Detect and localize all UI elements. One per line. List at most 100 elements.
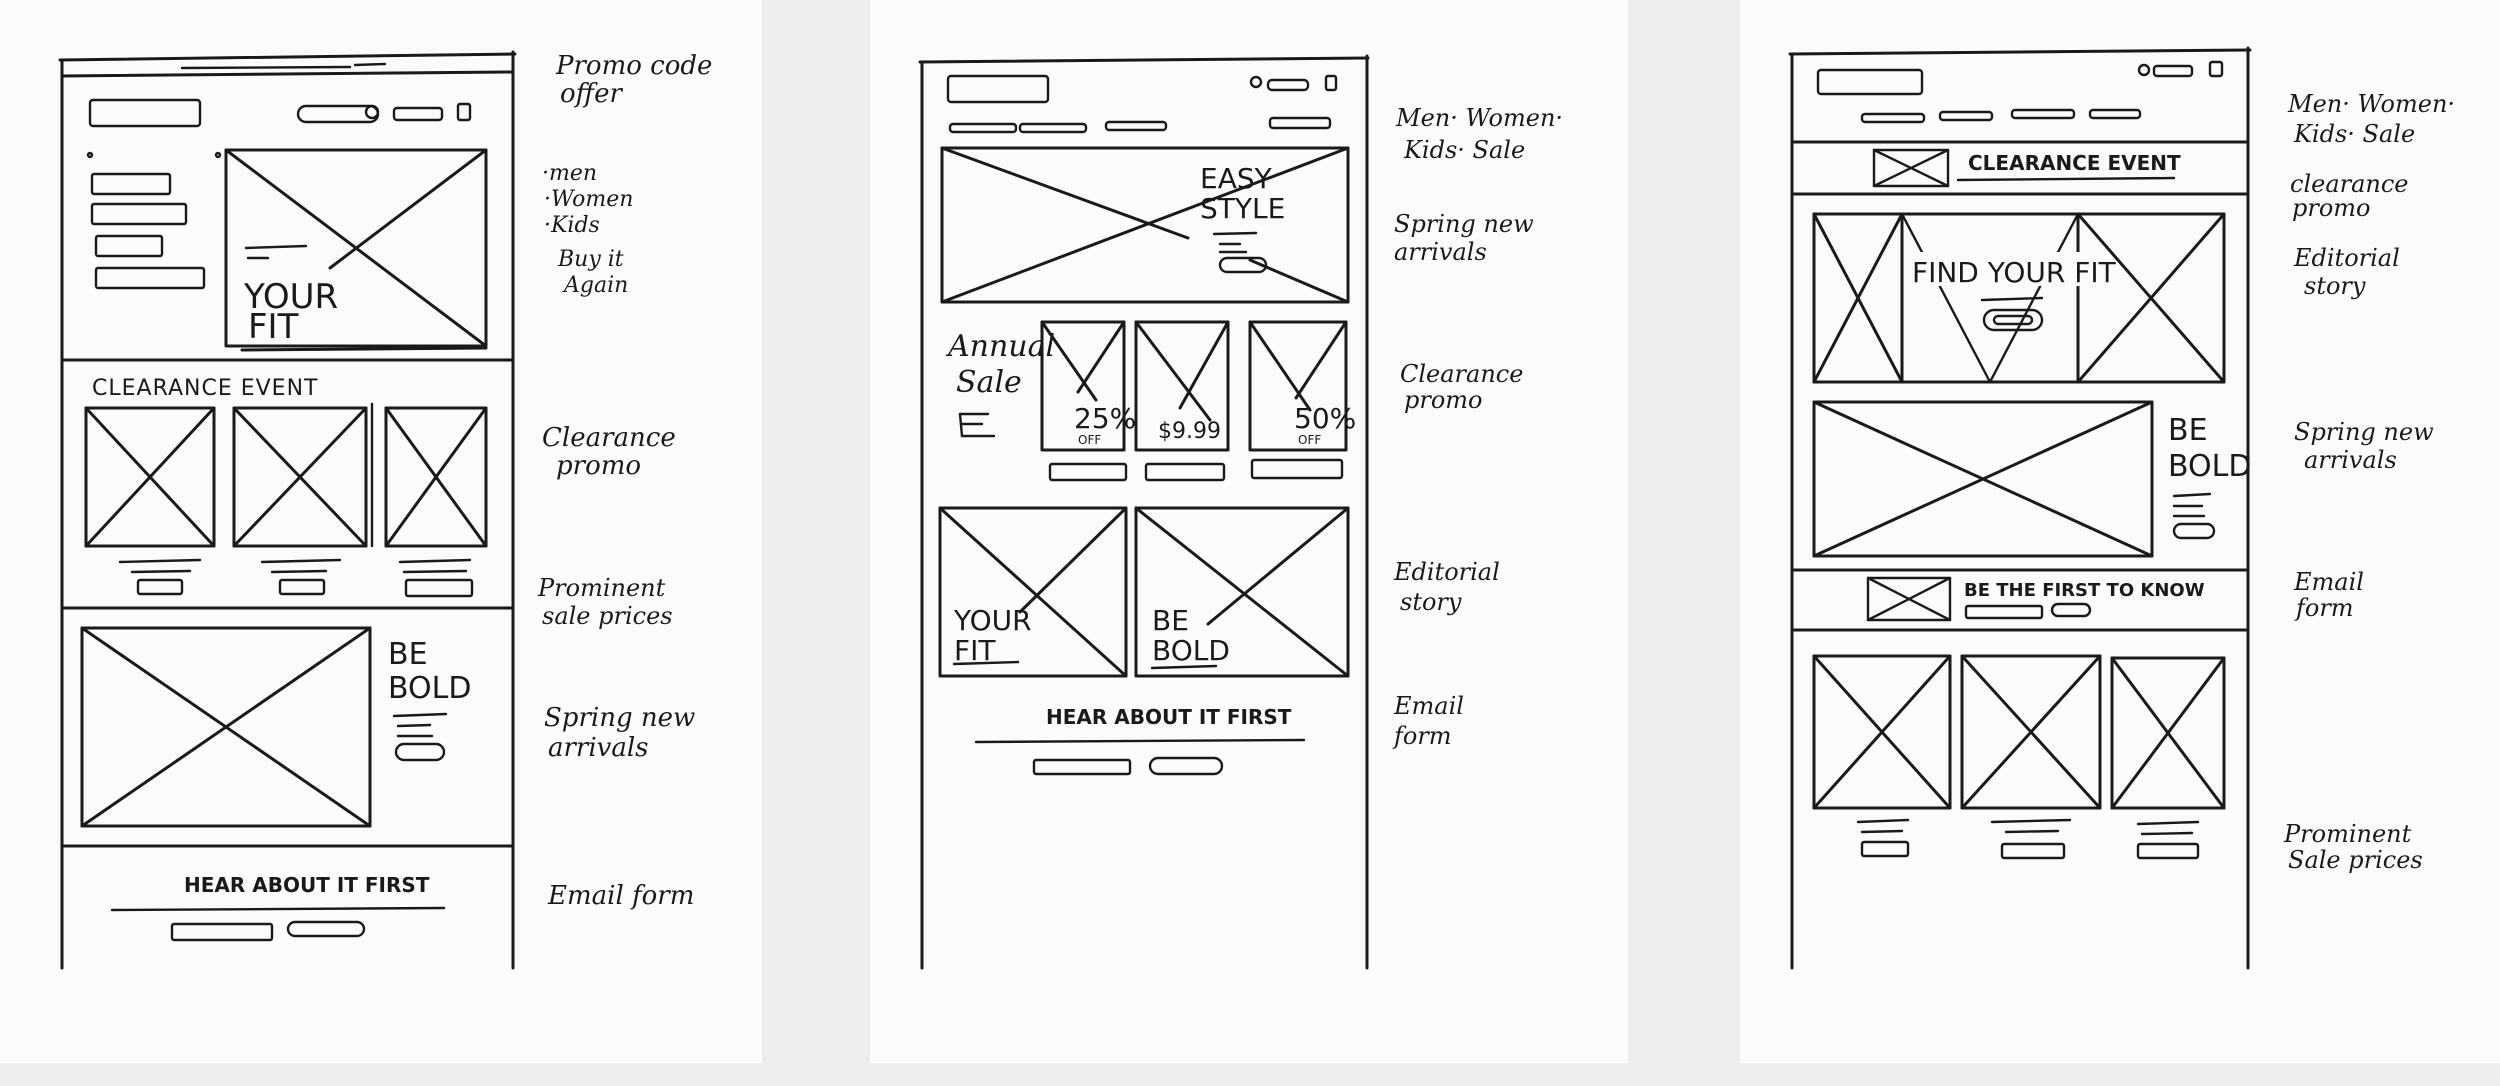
svg-text:promo: promo: [2292, 194, 2371, 222]
email-image: [1866, 576, 2092, 622]
svg-text:arrivals: arrivals: [1394, 238, 1487, 266]
svg-text:BOLD: BOLD: [2168, 449, 2251, 484]
svg-text:arrivals: arrivals: [2304, 446, 2397, 474]
hero-text-line2: FIT: [248, 307, 299, 347]
svg-text:FIT: FIT: [954, 634, 996, 667]
account-link: [1266, 78, 1310, 92]
sketch-3-drawing: CLEARANCE EVENT FIND YOUR FIT BE BOLD BE…: [1788, 46, 2455, 970]
svg-text:form: form: [1392, 722, 1452, 750]
submit-button: [1148, 756, 1224, 776]
svg-text:BE: BE: [2168, 413, 2208, 448]
search-icon: [364, 104, 380, 120]
clearance-images: [84, 402, 488, 548]
svg-text:·Kids: ·Kids: [544, 213, 600, 238]
hero-cta: [1980, 296, 2044, 332]
hero-image: [940, 146, 1350, 304]
page-frame: [918, 54, 1370, 970]
svg-text:Promo code: Promo code: [555, 51, 712, 81]
svg-text:·men: ·men: [542, 161, 597, 186]
svg-text:Prominent: Prominent: [537, 574, 666, 602]
page-frame: [58, 50, 517, 970]
spring-image: [80, 626, 372, 828]
email-input: [1964, 604, 2044, 620]
submit-button: [286, 920, 366, 938]
svg-text:Spring new: Spring new: [1394, 210, 1534, 238]
hero-text-line2: STYLE: [1200, 192, 1285, 225]
bag-icon: [456, 102, 472, 122]
header: [1816, 60, 2224, 124]
svg-text:Email: Email: [1393, 692, 1464, 720]
svg-text:Clearance: Clearance: [542, 423, 676, 453]
price-2: $9.99: [1158, 419, 1221, 444]
sketch-1-drawing: YOUR FIT CLEARANCE EVENT BE BOLD HEAR AB…: [58, 50, 712, 970]
annotations: Men· Women· Kids· Sale Spring new arriva…: [1392, 104, 1563, 750]
annual-sale-line1: Annual: [945, 329, 1055, 364]
spring-cta: [392, 712, 448, 762]
email-title: HEAR ABOUT IT FIRST: [1046, 705, 1292, 729]
clearance-image: [1872, 148, 2176, 188]
account-link: [392, 106, 444, 122]
svg-text:Again: Again: [562, 273, 628, 298]
editorial-hero: [1812, 212, 2226, 384]
bag-icon: [1324, 74, 1338, 92]
logo-placeholder: [88, 98, 202, 128]
svg-text:promo: promo: [556, 451, 641, 481]
svg-text:Kids· Sale: Kids· Sale: [1403, 136, 1525, 164]
svg-text:BOLD: BOLD: [1152, 634, 1230, 667]
wireframe-sketch-1: YOUR FIT CLEARANCE EVENT BE BOLD HEAR AB…: [0, 0, 762, 1063]
svg-text:Men· Women·: Men· Women·: [2287, 90, 2455, 118]
email-input: [170, 922, 274, 942]
logo-placeholder: [1816, 68, 1924, 96]
svg-text:story: story: [2304, 272, 2366, 300]
svg-text:BE: BE: [1152, 604, 1189, 637]
svg-text:Kids· Sale: Kids· Sale: [2293, 120, 2415, 148]
hero-text-line1: EASY: [1200, 162, 1273, 195]
svg-text:story: story: [1400, 588, 1462, 616]
svg-text:Editorial: Editorial: [1393, 558, 1500, 586]
svg-text:OFF: OFF: [1298, 433, 1321, 447]
svg-text:Email form: Email form: [547, 881, 694, 911]
price-3: 50%: [1294, 402, 1356, 435]
wireframe-sketch-3: CLEARANCE EVENT FIND YOUR FIT BE BOLD BE…: [1740, 0, 2500, 1063]
email-title: HEAR ABOUT IT FIRST: [184, 873, 430, 897]
wireframe-sketch-2: EASY STYLE Annual Sale 25% OFF $9.99 50%…: [870, 0, 1628, 1063]
svg-text:offer: offer: [560, 79, 623, 109]
price-1: 25%: [1074, 402, 1136, 435]
hero-text-line1: YOUR: [243, 277, 338, 317]
header: [946, 74, 1338, 134]
hero-cta: [1212, 231, 1268, 274]
annotations: Promo code offer ·men ·Women ·Kids Buy i…: [537, 51, 712, 911]
svg-text:sale prices: sale prices: [542, 602, 673, 630]
email-input: [1032, 758, 1132, 776]
side-nav: [86, 151, 222, 290]
svg-text:·Women: ·Women: [544, 187, 633, 212]
svg-text:Spring new: Spring new: [2294, 418, 2434, 446]
svg-text:Clearance: Clearance: [1400, 360, 1523, 388]
svg-text:Prominent: Prominent: [2283, 820, 2412, 848]
svg-text:Buy it: Buy it: [557, 247, 624, 272]
svg-text:form: form: [2294, 594, 2354, 622]
search-icon: [1249, 75, 1263, 89]
account-link: [2152, 64, 2194, 78]
clearance-title: CLEARANCE EVENT: [92, 376, 318, 401]
bold-text-line1: BE: [388, 637, 428, 672]
promo-bar: [180, 62, 387, 70]
spring-cta: [2172, 492, 2216, 540]
hero-image: [224, 148, 488, 352]
clearance-images: [1040, 320, 1348, 452]
product-images: [1812, 654, 2226, 810]
sketch-2-drawing: EASY STYLE Annual Sale 25% OFF $9.99 50%…: [918, 54, 1563, 970]
svg-text:Email: Email: [2293, 568, 2364, 596]
svg-text:promo: promo: [1404, 386, 1483, 414]
logo-placeholder: [946, 74, 1050, 104]
price-labels: [1048, 458, 1344, 482]
editorial-images: [938, 506, 1350, 678]
bold-text-line2: BOLD: [388, 671, 471, 706]
email-title: BE THE FIRST TO KNOW: [1964, 580, 2205, 601]
sale-prices: [1856, 818, 2200, 860]
annual-sale-line2: Sale: [956, 365, 1022, 400]
svg-text:YOUR: YOUR: [953, 604, 1032, 637]
header: [88, 98, 472, 128]
svg-text:OFF: OFF: [1078, 433, 1101, 447]
submit-button: [2050, 602, 2092, 618]
